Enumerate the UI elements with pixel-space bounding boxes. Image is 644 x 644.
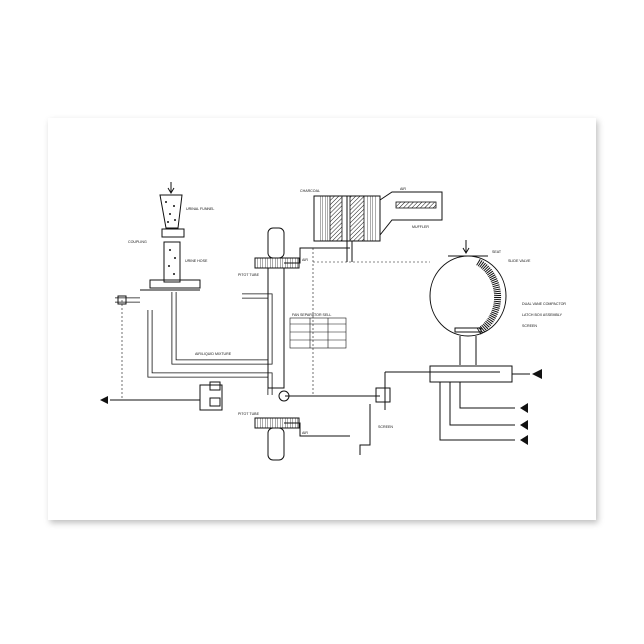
label-charcoal: CHARCOAL	[300, 189, 320, 193]
label-urine-hose: URINE HOSE	[185, 259, 208, 263]
urinal-funnel	[140, 182, 201, 291]
label-urinal-funnel: URINAL FUNNEL	[186, 207, 214, 211]
label-seat: SEAT	[492, 250, 502, 254]
arrow-left-icon	[100, 396, 108, 404]
label-air-3: AIR	[400, 187, 406, 191]
muffler	[379, 191, 443, 237]
label-screen: SCREEN	[522, 324, 537, 328]
label-coupling: COUPLING	[128, 240, 147, 244]
label-pitot-tube-2: PITOT TUBE	[238, 412, 260, 416]
label-pitot-tube: PITOT TUBE	[238, 273, 260, 277]
label-air-liquid-mixture: AIR/LIQUID MIXTURE	[195, 352, 232, 356]
label-air-2: AIR	[302, 431, 308, 435]
label-screen-2: SCREEN	[378, 425, 393, 429]
label-slide-valve: SLIDE VALVE	[508, 259, 531, 263]
fan-separator-table: FAN SEPARATOR SELL	[289, 313, 347, 349]
label-air-1: AIR	[302, 258, 308, 262]
postcard	[48, 118, 596, 520]
fan-separator	[254, 227, 350, 461]
commode	[429, 240, 507, 365]
arrow-down-icon	[167, 182, 175, 194]
charcoal-filter	[313, 195, 381, 262]
svg-text:FAN SEPARATOR SELL: FAN SEPARATOR SELL	[292, 313, 331, 317]
label-dual-vane-compactor: DUAL VANE COMPACTOR	[522, 302, 566, 306]
arrow-right-icon	[532, 369, 542, 379]
label-muffler: MUFFLER	[412, 225, 429, 229]
label-latch-box: LATCH BOX ASSEMBLY	[522, 313, 563, 317]
arrow-down-icon	[462, 240, 470, 254]
arrow-left-icon	[520, 403, 528, 445]
